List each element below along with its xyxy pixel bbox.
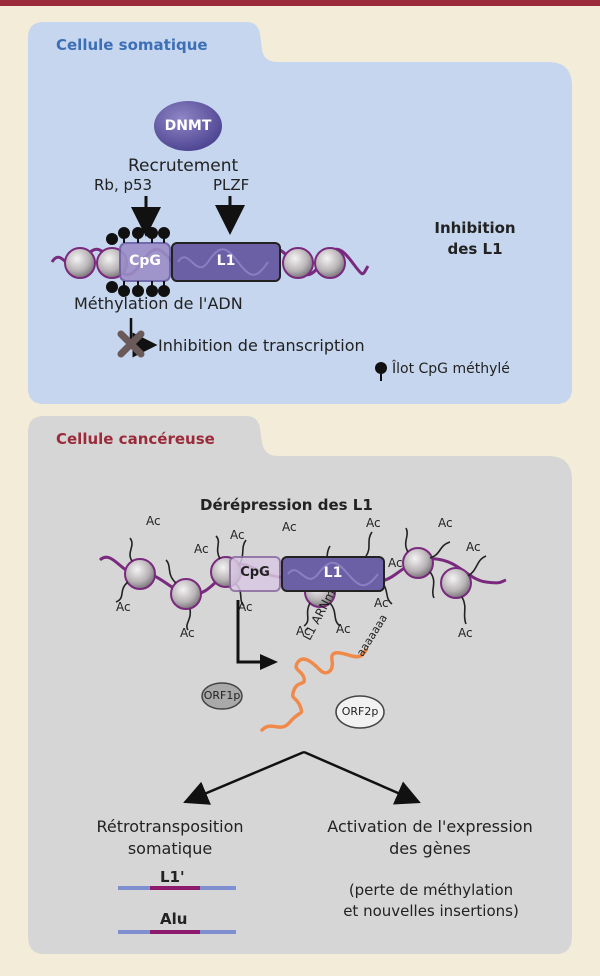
inhibition-x-icon <box>117 330 145 358</box>
ac-label: Ac <box>180 626 195 640</box>
note-line1: (perte de méthylation <box>348 881 514 899</box>
ac-label: Ac <box>366 516 381 530</box>
l1-box-somatic <box>171 242 281 282</box>
ac-label: Ac <box>146 514 161 528</box>
l1-mrna-strand <box>260 648 368 732</box>
ac-label: Ac <box>458 626 473 640</box>
cpg-box-cancer <box>229 556 281 592</box>
inhibition-l1-label: Inhibition des L1 <box>420 218 530 260</box>
orf1p-protein <box>201 682 243 710</box>
legend-label: Îlot CpG méthylé <box>392 361 510 377</box>
dnmt-enzyme <box>154 101 222 151</box>
ac-label: Ac <box>282 520 297 534</box>
ac-label: Ac <box>194 542 209 556</box>
inhibition-l1-line2: des L1 <box>447 240 503 258</box>
l1-prime-label: L1' <box>160 868 185 886</box>
ac-label: Ac <box>230 528 245 542</box>
acetyl-tails <box>115 527 487 631</box>
methylation-label: Méthylation de l'ADN <box>74 294 243 313</box>
ac-label: Ac <box>388 556 403 570</box>
orf2p-label: ORF2p <box>341 705 379 718</box>
retrotransposition-label: Rétrotransposition somatique <box>60 816 280 860</box>
methylated-cpg-legend-icon <box>375 362 387 381</box>
ac-label: Ac <box>116 600 131 614</box>
rb-p53-label: Rb, p53 <box>94 176 153 194</box>
transcription-arrow-active <box>236 600 262 664</box>
methyl-marks <box>106 227 170 297</box>
alu-label: Alu <box>160 910 188 928</box>
arrow-to-retrotransposition <box>183 750 305 805</box>
cpg-label-somatic: CpG <box>129 253 161 269</box>
ac-label: Ac <box>438 516 453 530</box>
retro-line1: Rétrotransposition <box>96 817 244 836</box>
ac-label: Ac <box>296 624 311 638</box>
arrow-to-activation <box>303 750 421 805</box>
cpg-label-cancer: CpG <box>240 565 270 580</box>
l1-box-cancer <box>281 556 385 592</box>
note-line2: et nouvelles insertions) <box>343 902 519 920</box>
inhibition-transcription-label: Inhibition de transcription <box>158 336 365 355</box>
l1-label-cancer: L1 <box>323 565 343 581</box>
somatic-panel-title: Cellule somatique <box>56 36 208 54</box>
orf1p-label: ORF1p <box>203 689 241 702</box>
cancer-panel-title: Cellule cancéreuse <box>56 430 215 448</box>
ac-label: Ac <box>466 540 481 554</box>
inhibition-l1-line1: Inhibition <box>434 219 516 237</box>
activation-line1: Activation de l'expression <box>327 817 533 836</box>
cpg-box-somatic <box>119 242 171 282</box>
top-bar <box>0 0 600 6</box>
retro-line2: somatique <box>127 839 213 858</box>
l1-label-somatic: L1 <box>216 253 236 269</box>
orf2p-protein <box>335 695 385 729</box>
recruitment-label: Recrutement <box>128 156 239 176</box>
gene-activation-label: Activation de l'expression des gènes <box>312 816 548 860</box>
ac-label: Ac <box>374 596 389 610</box>
activation-line2: des gènes <box>389 839 471 858</box>
ac-label: Ac <box>238 600 253 614</box>
ac-label: Ac <box>336 622 351 636</box>
note-label: (perte de méthylation et nouvelles inser… <box>316 880 546 922</box>
dnmt-label: DNMT <box>164 118 212 134</box>
derepression-title: Dérépression des L1 <box>200 496 373 514</box>
plzf-label: PLZF <box>213 176 250 194</box>
